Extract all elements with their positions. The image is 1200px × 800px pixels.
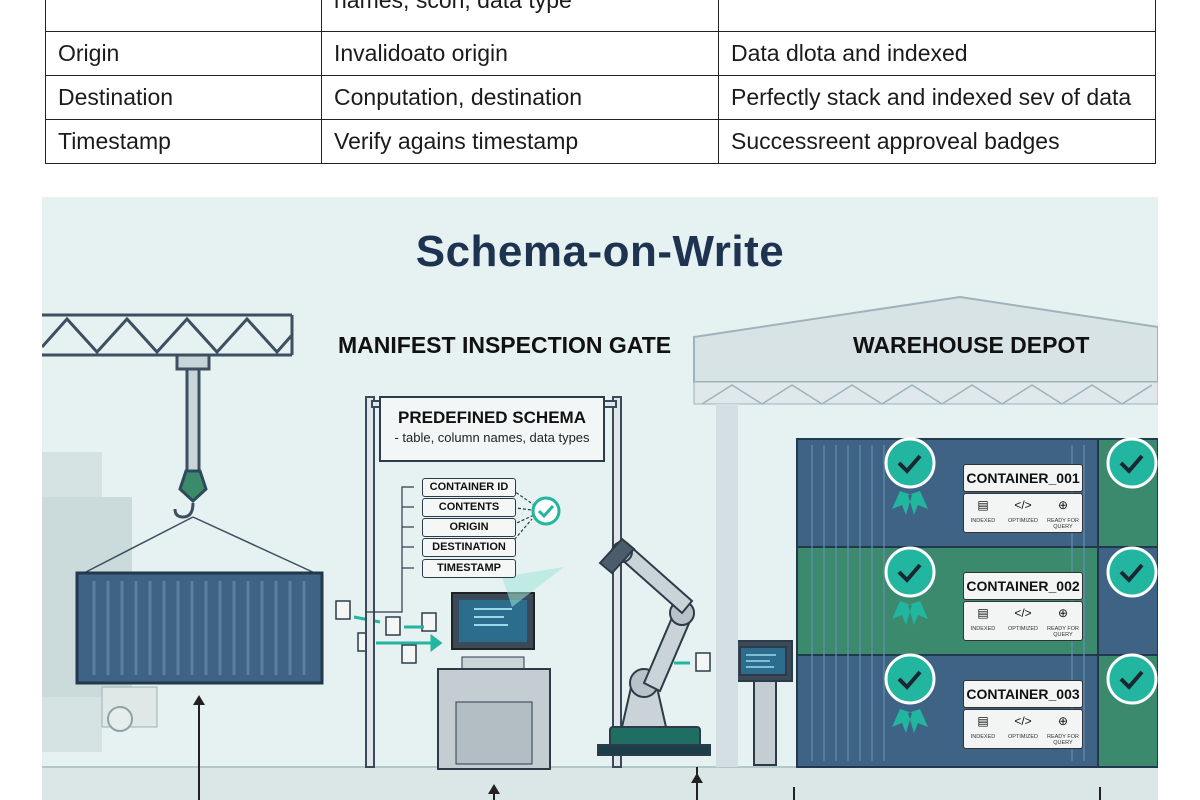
robot-arm-icon [597, 537, 711, 756]
predefined-schema-box: PREDEFINED SCHEMA - table, column names,… [379, 396, 605, 462]
table-cell: Verify agains timestamp [321, 119, 719, 164]
table-cell: Invalidoato origin [321, 31, 719, 76]
table-row: Origin Invalidoato origin Data dlota and… [45, 31, 1156, 76]
shipping-container-icon [75, 571, 324, 685]
globe-icon: ⊕ [1057, 714, 1069, 728]
optimized-label: OPTIMIZED [1008, 734, 1038, 740]
table-cell: Perfectly stack and indexed sev of data [718, 75, 1156, 120]
ready-label: READY FOR QUERY [1047, 518, 1079, 530]
optimized-label: OPTIMIZED [1008, 626, 1038, 632]
warehouse-building [693, 295, 1158, 767]
check-badge-icon [531, 496, 561, 526]
approval-badge-icon [884, 437, 1158, 733]
globe-icon: ⊕ [1057, 498, 1069, 512]
table-cell: Successreent approveal badges [718, 119, 1156, 164]
table-row: Timestamp Verify agains timestamp Succes… [45, 119, 1156, 164]
document-icon: ▤ [977, 606, 989, 620]
table-cell: names, scon, data type [321, 0, 719, 32]
container-label-001: CONTAINER_001 [963, 464, 1083, 492]
table-cell [718, 0, 1156, 32]
document-icon: ▤ [977, 498, 989, 512]
table-row: names, scon, data type [45, 0, 1156, 32]
comparison-table: names, scon, data type Origin Invalidoat… [45, 0, 1156, 164]
depot-label: WAREHOUSE DEPOT [853, 332, 1090, 358]
indexed-label: INDEXED [970, 734, 996, 740]
code-icon: </> [1014, 714, 1032, 728]
container-status-icons: ▤ </> ⊕ INDEXED OPTIMIZED READY FOR QUER… [963, 601, 1083, 641]
schema-on-write-diagram: Schema-on-Write MANIFEST INSPECTION GATE… [42, 197, 1158, 800]
schema-heading: PREDEFINED SCHEMA [398, 408, 586, 427]
crane-icon [42, 313, 318, 575]
table-cell: Timestamp [45, 119, 322, 164]
container-label-002: CONTAINER_002 [963, 572, 1083, 600]
table-cell: Destination [45, 75, 322, 120]
table-cell: Conputation, destination [321, 75, 719, 120]
schema-field-timestamp: TIMESTAMP [422, 559, 516, 578]
diagram-art [42, 295, 1158, 800]
gate-label: MANIFEST INSPECTION GATE [338, 332, 672, 358]
table-cell: Origin [45, 31, 322, 76]
schema-field-origin: ORIGIN [422, 518, 516, 537]
schema-field-destination: DESTINATION [422, 538, 516, 557]
code-icon: </> [1014, 498, 1032, 512]
indexed-label: INDEXED [970, 626, 996, 632]
schema-field-contents: CONTENTS [422, 498, 516, 517]
code-icon: </> [1014, 606, 1032, 620]
container-status-icons: ▤ </> ⊕ INDEXED OPTIMIZED READY FOR QUER… [963, 709, 1083, 749]
document-icon [335, 600, 711, 672]
container-status-icons: ▤ </> ⊕ INDEXED OPTIMIZED READY FOR QUER… [963, 493, 1083, 533]
globe-icon: ⊕ [1057, 606, 1069, 620]
table-cell: Data dlota and indexed [718, 31, 1156, 76]
inspection-terminal-icon [437, 592, 551, 770]
optimized-label: OPTIMIZED [1008, 518, 1038, 524]
container-label-003: CONTAINER_003 [963, 680, 1083, 708]
table-row: Destination Conputation, destination Per… [45, 75, 1156, 120]
diagram-title: Schema-on-Write [415, 227, 785, 276]
ready-label: READY FOR QUERY [1047, 626, 1079, 638]
indexed-label: INDEXED [970, 518, 996, 524]
ready-label: READY FOR QUERY [1047, 734, 1079, 746]
table-cell [45, 0, 322, 32]
kiosk-icon [733, 640, 793, 766]
schema-field-container-id: CONTAINER ID [422, 478, 516, 497]
document-icon: ▤ [977, 714, 989, 728]
schema-subtext: - table, column names, data types [394, 430, 590, 445]
